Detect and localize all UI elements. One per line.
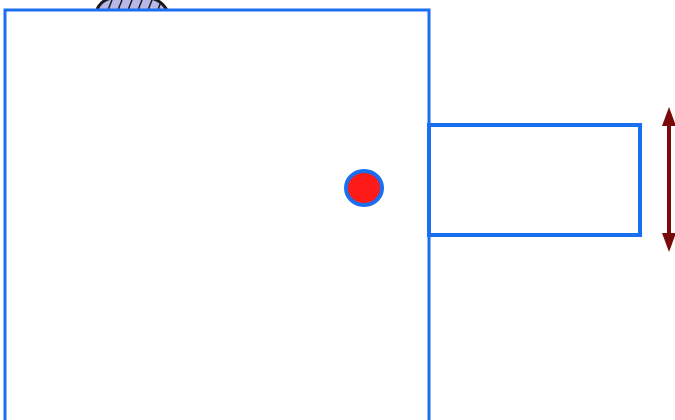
small-rectangle bbox=[429, 125, 640, 235]
vertical-double-arrow-icon bbox=[662, 107, 675, 252]
arrow-head-bottom bbox=[662, 233, 675, 252]
large-rectangle bbox=[5, 10, 429, 420]
red-dot-marker-icon bbox=[346, 171, 382, 205]
arrow-head-top bbox=[662, 107, 675, 126]
